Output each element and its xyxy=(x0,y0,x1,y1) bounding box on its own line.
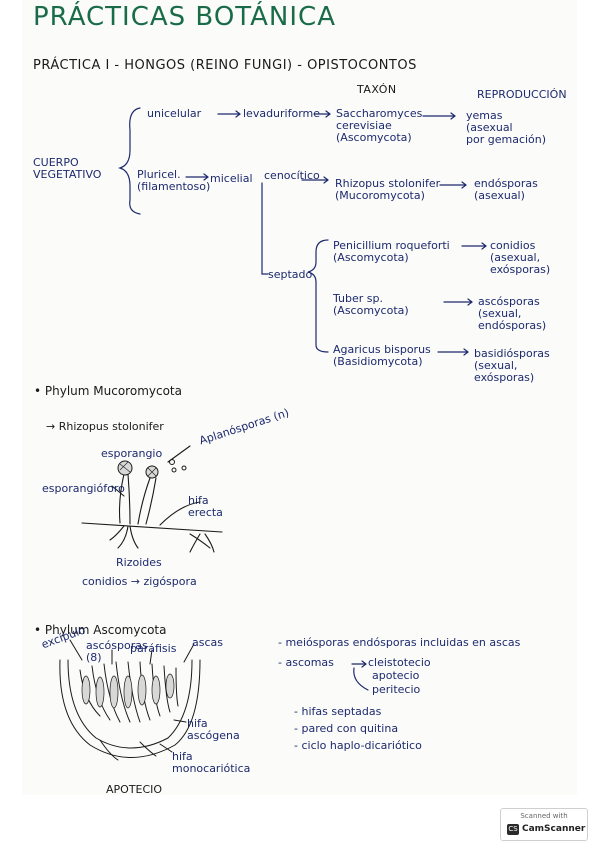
notebook-page xyxy=(22,0,577,795)
phylum-ascomycota: • Phylum Ascomycota xyxy=(34,623,167,637)
phylum-mucoromycota: • Phylum Mucoromycota xyxy=(34,384,182,398)
label-esporangio: esporangio xyxy=(101,447,163,460)
taxon-saccharomyces: Saccharomyces cerevisiae (Ascomycota) xyxy=(336,107,423,144)
repro-rhizopus: endósporas (asexual) xyxy=(474,177,538,202)
cuerpo-vegetativo-label: CUERPO VEGETATIVO xyxy=(33,156,102,181)
label-hifa-erecta: hifa erecta xyxy=(188,494,223,519)
micelial-label: micelial xyxy=(210,172,253,185)
caption-apotecio: APOTECIO xyxy=(106,783,163,796)
taxon-tuber: Tuber sp. (Ascomycota) xyxy=(333,292,409,317)
label-parafisis: paráfisis xyxy=(130,642,177,655)
ascoma-type-2: apotecio xyxy=(372,669,420,682)
label-ascosporas: ascósporas (8) xyxy=(86,639,148,664)
label-hifa-ascogena: hifa ascógena xyxy=(187,717,240,742)
note-hifas-septadas: - hifas septadas xyxy=(294,705,382,718)
ascoma-type-1: cleistotecio xyxy=(368,656,431,669)
repro-penicillium: conidios (asexual, exósporas) xyxy=(490,239,551,276)
badge-app-name: CamScanner xyxy=(522,824,586,834)
label-esporangioforo: esporangióforo xyxy=(42,482,125,495)
levaduriforme-label: levaduriforme xyxy=(243,107,321,120)
septado-label: septado xyxy=(268,268,313,281)
unicelular-label: unicelular xyxy=(147,107,202,120)
note-meiosporas: - meiósporas endósporas incluidas en asc… xyxy=(278,636,521,649)
camscanner-logo-icon: CS xyxy=(507,824,519,835)
header-reproduccion: REPRODUCCIÓN xyxy=(477,88,567,101)
note-ciclo: - ciclo haplo-dicariótico xyxy=(294,739,422,752)
taxon-penicillium: Penicillium roqueforti (Ascomycota) xyxy=(333,239,450,264)
note-ascomas: - ascomas xyxy=(278,656,334,669)
badge-scanned-with: Scanned with xyxy=(520,812,568,820)
label-hifa-monocariotica: hifa monocariótica xyxy=(172,750,251,775)
page-subtitle: PRÁCTICA I - HONGOS (REINO FUNGI) - OPIS… xyxy=(33,58,417,73)
header-taxon: TAXÓN xyxy=(357,83,397,96)
pluricelular-label: Pluricel. (filamentoso) xyxy=(137,168,211,193)
taxon-rhizopus: Rhizopus stolonifer (Mucoromycota) xyxy=(335,177,441,202)
note-pared-quitina: - pared con quitina xyxy=(294,722,399,735)
repro-agaricus: basidiósporas (sexual, exósporas) xyxy=(474,347,550,384)
page-title: PRÁCTICAS BOTÁNICA xyxy=(33,2,336,32)
caption-rhizopus: conidios → zigóspora xyxy=(82,575,197,588)
taxon-agaricus: Agaricus bisporus (Basidiomycota) xyxy=(333,343,431,368)
ascoma-type-3: peritecio xyxy=(372,683,421,696)
label-ascas: ascas xyxy=(192,636,223,649)
repro-tuber: ascósporas (sexual, endósporas) xyxy=(478,295,547,332)
species-rhizopus: → Rhizopus stolonifer xyxy=(46,420,164,433)
repro-saccharomyces: yemas (asexual por gemación) xyxy=(466,109,547,146)
camscanner-badge: Scanned with CS CamScanner xyxy=(500,808,588,841)
cenocitico-label: cenocítico xyxy=(264,169,320,182)
label-rizoides: Rizoides xyxy=(116,556,162,569)
